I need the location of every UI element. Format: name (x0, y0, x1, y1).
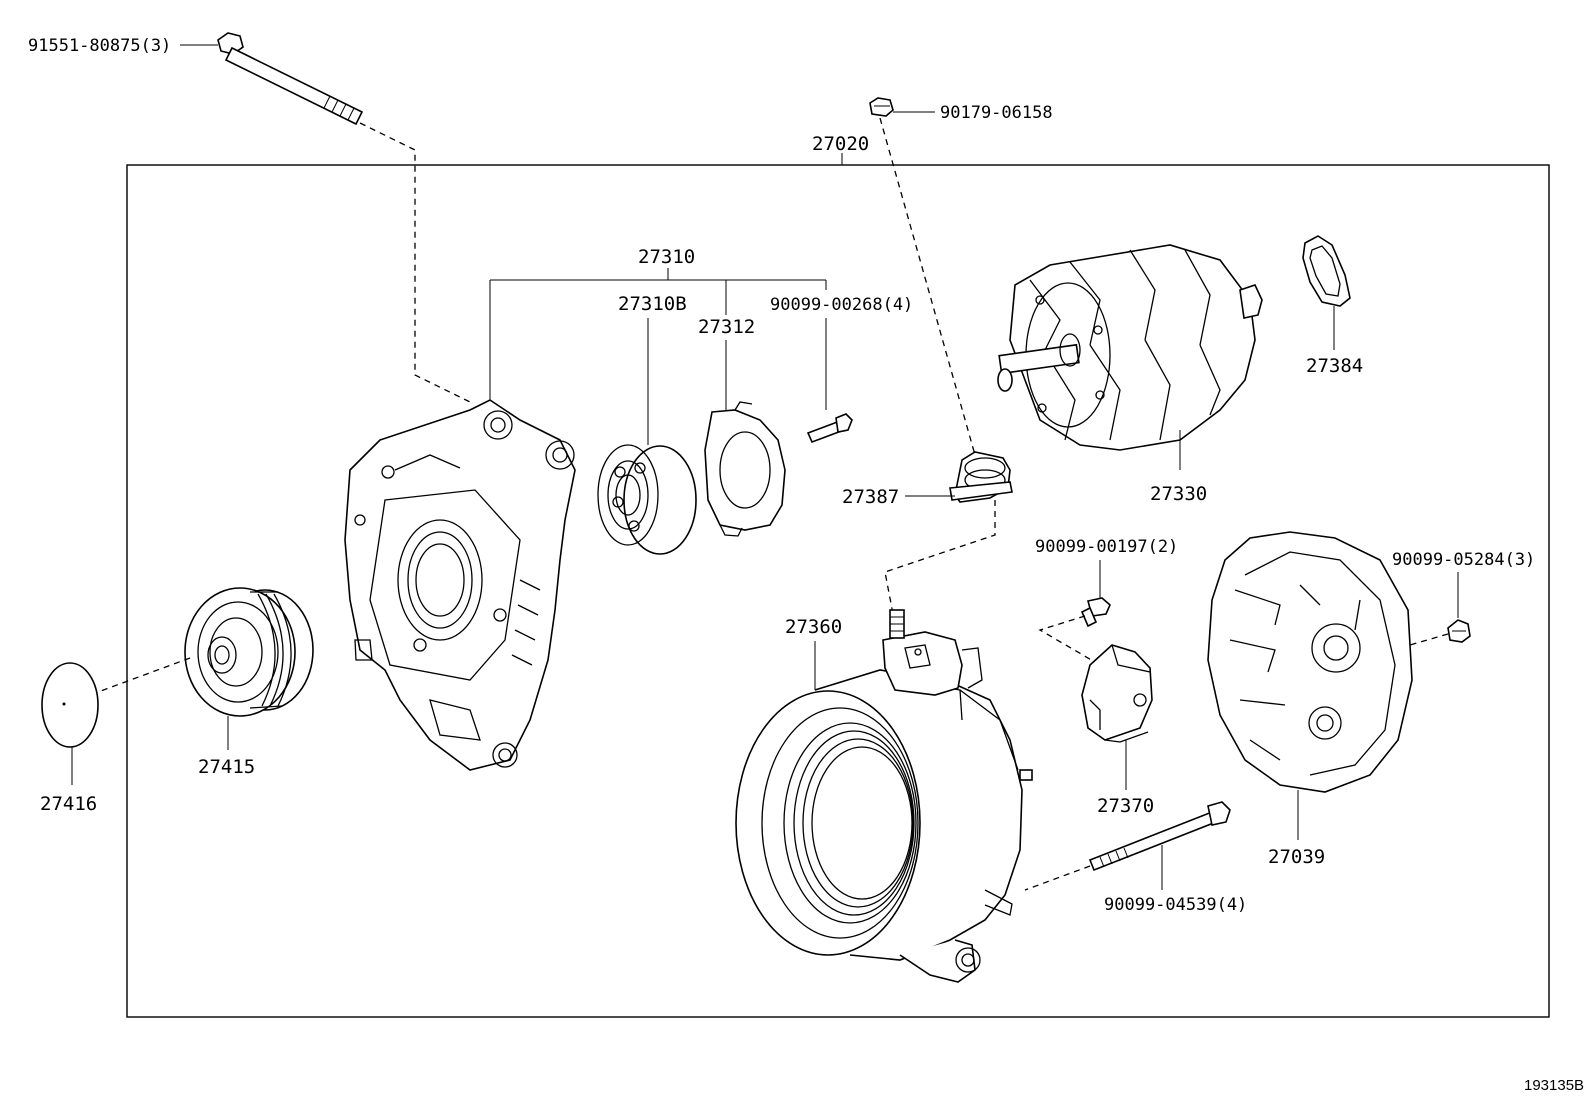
seal-ring-27384[interactable] (1302, 235, 1351, 307)
stator-frame-27360[interactable] (735, 609, 1033, 983)
label-90099-00197[interactable]: 90099-00197(2) (1035, 537, 1178, 557)
label-27310[interactable]: 27310 (638, 246, 695, 268)
label-27416[interactable]: 27416 (40, 793, 97, 815)
cap-27416[interactable] (41, 662, 99, 748)
label-27310b[interactable]: 27310B (618, 293, 687, 315)
bolt-90099-04539[interactable] (1088, 801, 1231, 872)
reference-code: 193135B (1524, 1077, 1584, 1094)
label-90099-04539[interactable]: 90099-04539(4) (1104, 895, 1247, 915)
insulator-27387[interactable] (949, 451, 1013, 503)
retainer-plate-27312[interactable] (704, 401, 786, 537)
label-27312[interactable]: 27312 (698, 316, 755, 338)
label-27384[interactable]: 27384 (1306, 355, 1363, 377)
rotor-27330[interactable] (997, 244, 1263, 451)
drive-end-frame[interactable] (344, 399, 576, 771)
brush-holder-27370[interactable] (1081, 644, 1153, 743)
screw-90099-00268[interactable] (806, 413, 853, 444)
pulley-27415[interactable] (184, 587, 314, 717)
screw-90099-00197[interactable] (1080, 597, 1111, 628)
label-27387[interactable]: 27387 (842, 486, 899, 508)
rear-cover-27039[interactable] (1207, 531, 1413, 793)
bolt-91551[interactable] (217, 32, 364, 126)
label-27020[interactable]: 27020 (812, 133, 869, 155)
label-27360[interactable]: 27360 (785, 616, 842, 638)
label-90179-06158[interactable]: 90179-06158 (940, 103, 1053, 123)
assembly-frame (126, 164, 1550, 1018)
nut-90179[interactable] (869, 97, 894, 117)
bearing-27310b[interactable] (597, 444, 697, 555)
label-91551-80875[interactable]: 91551-80875(3) (28, 36, 171, 56)
label-27039[interactable]: 27039 (1268, 846, 1325, 868)
label-27330[interactable]: 27330 (1150, 483, 1207, 505)
label-90099-00268[interactable]: 90099-00268(4) (770, 295, 913, 315)
nut-90099-05284[interactable] (1447, 619, 1471, 643)
label-27415[interactable]: 27415 (198, 756, 255, 778)
label-90099-05284[interactable]: 90099-05284(3) (1392, 550, 1535, 570)
label-27370[interactable]: 27370 (1097, 795, 1154, 817)
